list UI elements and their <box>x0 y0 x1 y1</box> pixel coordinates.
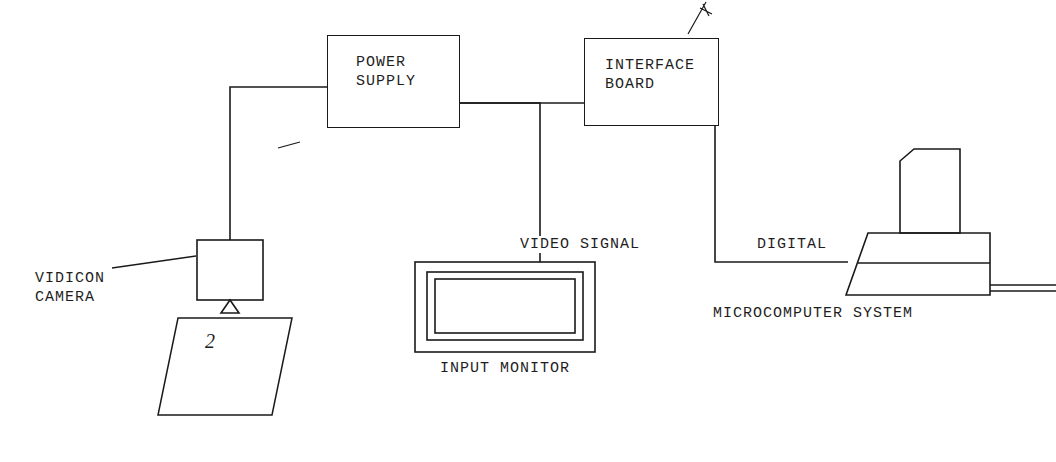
signal-label: DIGITAL <box>755 236 829 253</box>
computer-figure <box>838 145 990 300</box>
figure-label: MICROCOMPUTER SYSTEM <box>713 305 913 324</box>
box-label: POWER SUPPLY <box>356 54 446 92</box>
signal-wire <box>715 126 848 262</box>
pen-mark <box>278 142 300 148</box>
box-label: INTERFACE BOARD <box>605 57 705 95</box>
leader-line <box>112 256 196 268</box>
monitor-figure: INPUT MONITOR <box>415 262 595 352</box>
test-card <box>158 318 292 415</box>
card-number: 2 <box>203 330 218 353</box>
pen-mark <box>688 2 712 34</box>
signal-wire <box>230 87 327 240</box>
process-box: POWER SUPPLY <box>327 35 460 128</box>
monitor-figure <box>415 262 595 352</box>
camera-figure <box>197 240 263 300</box>
computer-figure: MICROCOMPUTER SYSTEM <box>838 145 990 300</box>
camera-figure: VIDICON CAMERA <box>197 240 263 300</box>
process-box: INTERFACE BOARD <box>584 38 719 126</box>
figure-label: INPUT MONITOR <box>415 360 595 379</box>
signal-label: VIDEO SIGNAL <box>518 236 642 253</box>
figure-label: VIDICON CAMERA <box>35 270 115 308</box>
